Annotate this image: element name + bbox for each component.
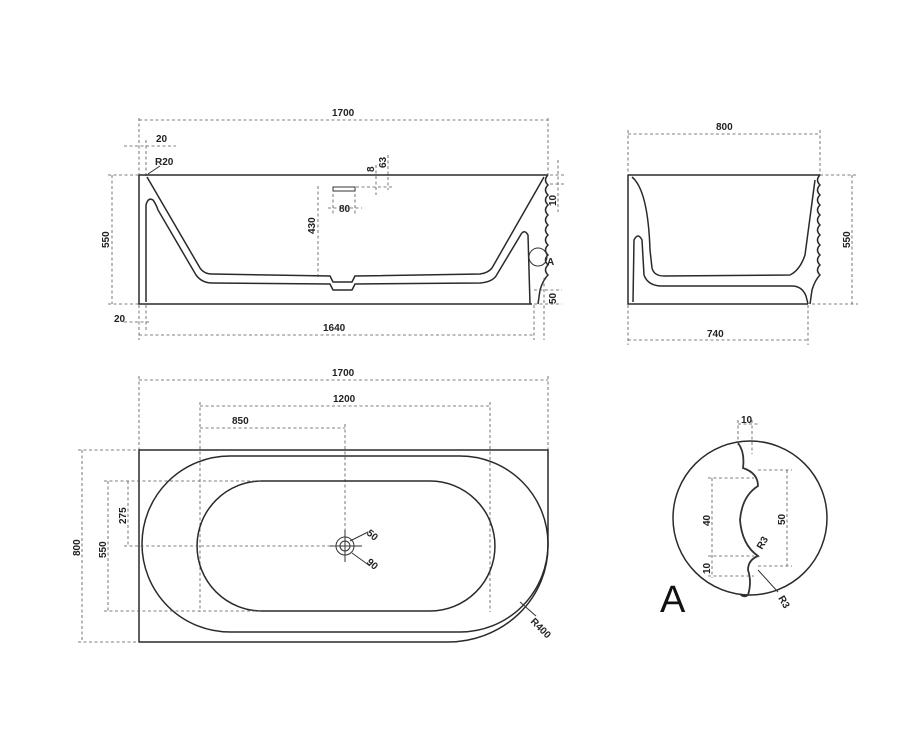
plan-drain-offset-label: 850 <box>232 416 249 427</box>
front-rim-radius-label: R20 <box>155 157 174 168</box>
detail-bottom-10-label: 10 <box>702 562 713 574</box>
front-height-label: 550 <box>101 231 112 248</box>
plan-drain-large-label: 90 <box>364 557 380 573</box>
detail-top-width-label: 10 <box>741 415 753 426</box>
plan-drain-half-width-label: 275 <box>118 507 129 524</box>
front-inner-depth-label: 430 <box>307 217 318 234</box>
front-rim-height-10-label: 10 <box>548 194 559 206</box>
side-view: 800 550 740 <box>627 122 858 345</box>
detail-radius-top-label: R3 <box>755 535 771 552</box>
front-overflow-width-label: 80 <box>339 204 351 215</box>
side-height-label: 550 <box>842 231 853 248</box>
detail-depth-50-label: 50 <box>777 513 788 525</box>
side-top-width-label: 800 <box>716 122 733 133</box>
front-rim-height-8-label: 8 <box>366 166 377 172</box>
front-view: 1700 20 R20 550 A 430 80 8 63 <box>101 108 566 340</box>
plan-overall-width-label: 800 <box>72 539 83 556</box>
detail-depth-40-label: 40 <box>702 514 713 526</box>
front-rim-offset-label: 20 <box>156 134 168 145</box>
plan-view: 1700 1200 850 50 90 800 550 275 <box>72 368 553 643</box>
detail-a-ref-label: A <box>547 257 554 268</box>
front-base-offset-label: 20 <box>114 314 126 325</box>
plan-inner-width-label: 550 <box>98 541 109 558</box>
plan-corner-radius-label: R400 <box>528 616 553 641</box>
front-rim-height-63-label: 63 <box>378 156 389 168</box>
detail-a: 10 40 10 50 R3 R3 A <box>660 415 828 621</box>
front-base-length-label: 1640 <box>323 323 346 334</box>
plan-drain-small-label: 50 <box>364 528 380 544</box>
plan-inner-length-label: 1200 <box>333 394 356 405</box>
detail-radius-bottom-label: R3 <box>775 594 791 611</box>
front-overall-length-label: 1700 <box>332 108 355 119</box>
plan-overall-length-label: 1700 <box>332 368 355 379</box>
side-base-width-label: 740 <box>707 329 724 340</box>
detail-a-title: A <box>660 579 686 621</box>
front-base-step-label: 50 <box>548 292 559 304</box>
